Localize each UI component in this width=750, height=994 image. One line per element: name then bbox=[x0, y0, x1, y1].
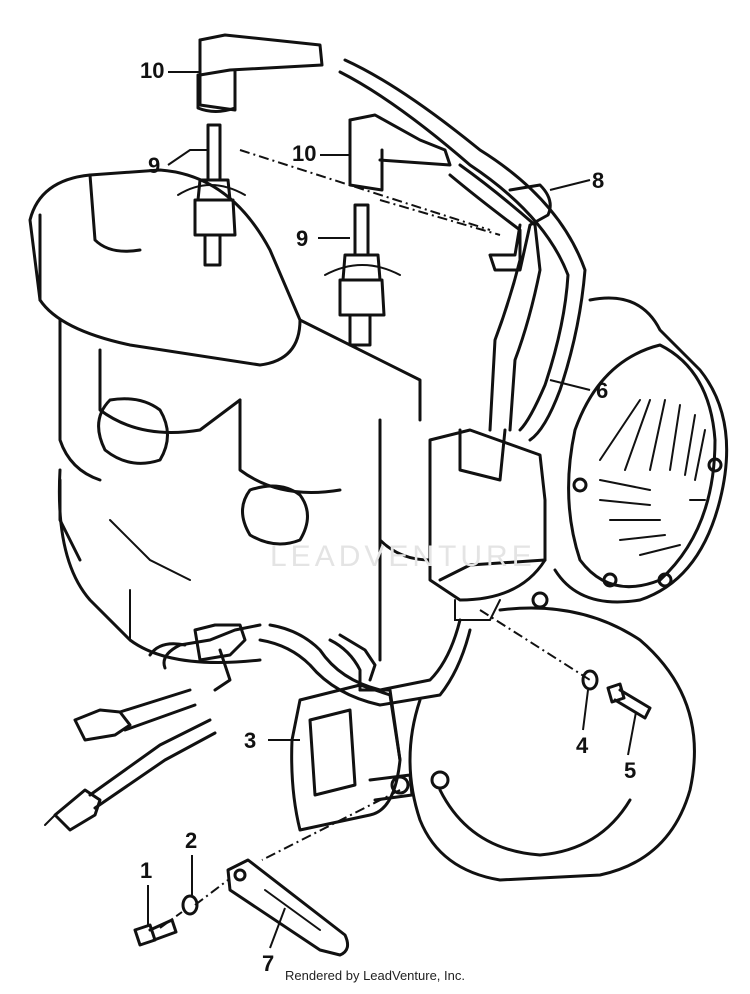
bolt-1 bbox=[133, 918, 178, 947]
callout-10-right: 10 bbox=[292, 141, 317, 166]
engine-block bbox=[57, 397, 432, 664]
assembly-lines bbox=[159, 149, 591, 929]
magneto-housing bbox=[553, 296, 729, 604]
callout-8: 8 bbox=[592, 168, 605, 193]
mounting-bracket bbox=[226, 858, 350, 957]
side-cover bbox=[408, 591, 696, 882]
callout-1: 1 bbox=[140, 858, 153, 883]
footer-credit: Rendered by LeadVenture, Inc. bbox=[285, 968, 465, 983]
callout-5: 5 bbox=[624, 758, 637, 783]
callout-7: 7 bbox=[262, 951, 275, 976]
lead-clamp bbox=[488, 183, 552, 272]
callout-10-left: 10 bbox=[140, 58, 165, 83]
spark-plug-cap-right bbox=[348, 113, 452, 192]
callout-6: 6 bbox=[596, 378, 609, 403]
washer-4 bbox=[581, 669, 599, 691]
spark-plug-left bbox=[177, 123, 246, 267]
ignition-coil-lead bbox=[338, 58, 587, 442]
callout-9-left: 9 bbox=[148, 153, 161, 178]
condenser-unit bbox=[290, 683, 414, 832]
leader-lines bbox=[147, 71, 637, 949]
callout-9-right: 9 bbox=[296, 226, 309, 251]
wiring-harness bbox=[44, 618, 472, 832]
watermark: LEADVENTURE bbox=[270, 540, 536, 573]
bolt-5 bbox=[606, 682, 652, 720]
ignition-coil bbox=[428, 428, 547, 621]
callout-2: 2 bbox=[185, 828, 198, 853]
spark-plug-cap-left bbox=[196, 33, 324, 113]
callout-3: 3 bbox=[244, 728, 257, 753]
callout-4: 4 bbox=[576, 733, 589, 758]
washer-2 bbox=[181, 894, 199, 916]
spark-plug-right bbox=[324, 203, 401, 347]
cylinder-head bbox=[28, 168, 422, 494]
